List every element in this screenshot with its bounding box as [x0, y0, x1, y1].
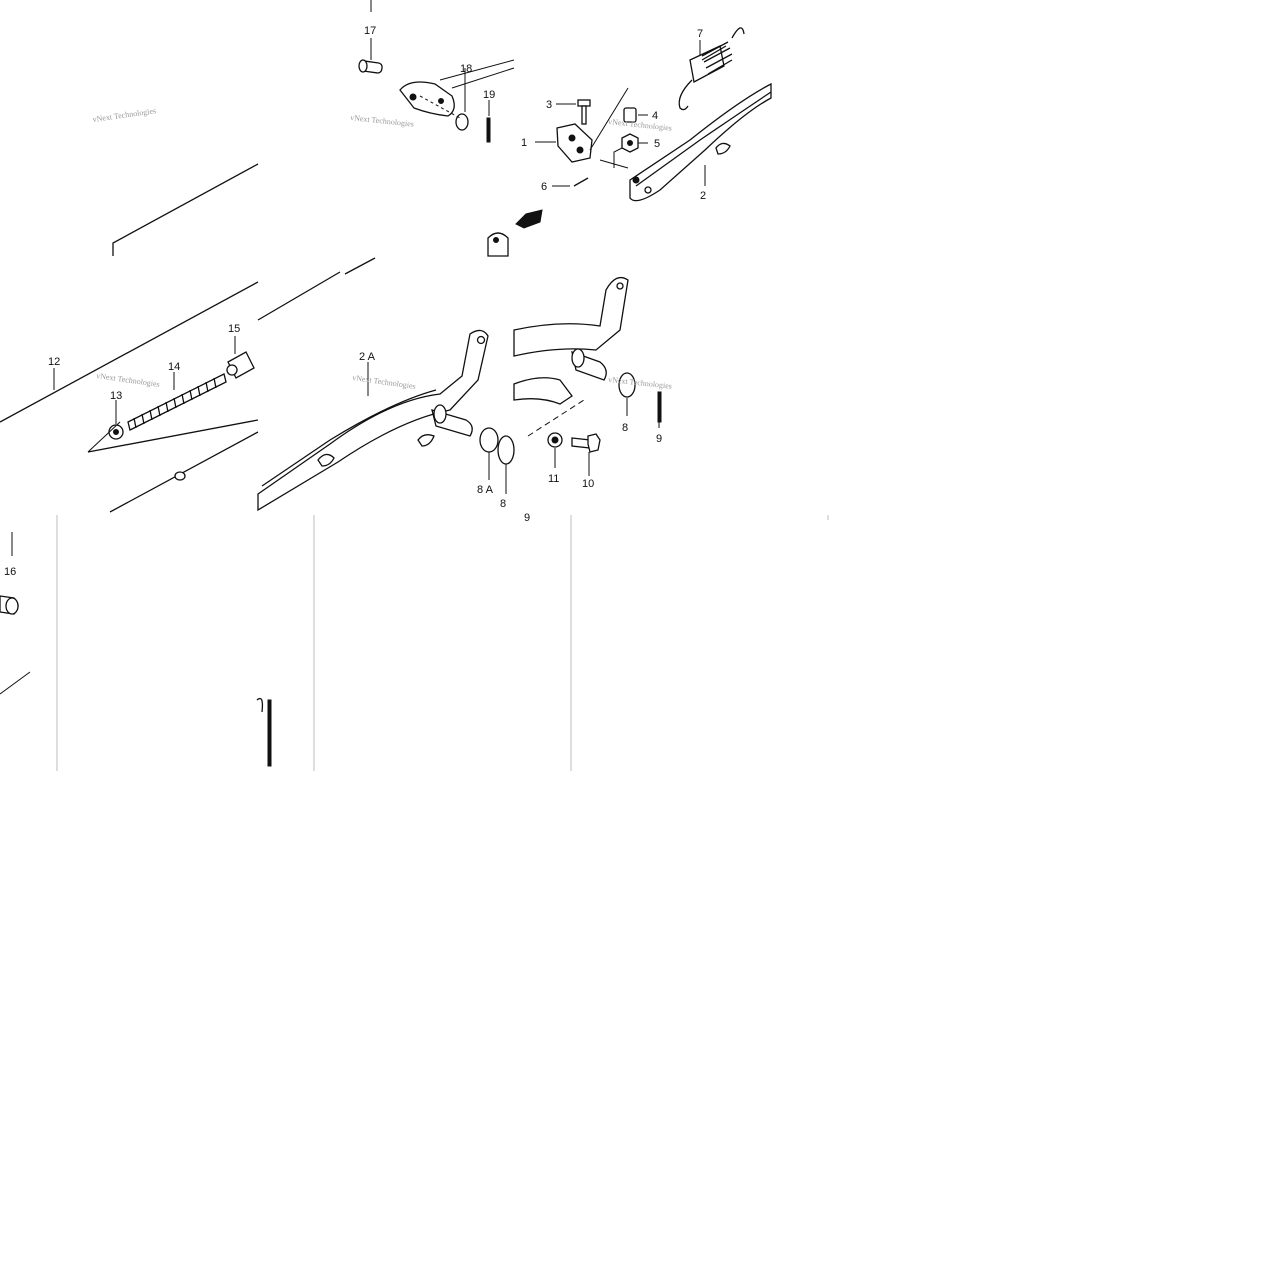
callout-17: 17	[364, 25, 376, 37]
part-3-bolt	[556, 99, 591, 125]
part-5-nut	[613, 133, 648, 168]
svg-text:vNext Technologies: vNext Technologies	[608, 375, 673, 391]
svg-text:vNext Technologies: vNext Technologies	[350, 113, 415, 129]
svg-text:vNext Technologies: vNext Technologies	[92, 106, 157, 124]
callout-19: 19	[483, 89, 495, 101]
part-10-bolt	[571, 433, 601, 476]
part-4-collar	[623, 107, 648, 123]
callout-1: 1	[521, 137, 527, 149]
watermark-top-middle: vNext Technologies	[350, 113, 415, 129]
callout-8b: 8	[500, 498, 506, 510]
callout-2a: 2 A	[359, 351, 376, 363]
callout-16: 16	[4, 566, 16, 578]
watermark-mid-center: vNext Technologies	[352, 373, 417, 391]
part-14-spring	[127, 372, 227, 431]
cable-lower-left	[87, 419, 259, 513]
part-8-washer-mid-right	[618, 372, 636, 416]
callout-10: 10	[582, 478, 594, 490]
part-2a-pedal	[257, 329, 489, 512]
part-16-bolt	[0, 532, 19, 615]
callout-8: 8	[622, 422, 628, 434]
part-11-nut	[547, 432, 563, 468]
callout-15: 15	[228, 323, 240, 335]
callout-11: 11	[548, 473, 559, 485]
part-15-collar	[226, 336, 255, 379]
part-2-pedal-mid-right	[513, 276, 629, 405]
callout-9: 9	[656, 433, 662, 445]
callout-7: 7	[697, 28, 703, 40]
part-1-bracket	[535, 87, 629, 169]
svg-text:vNext Technologies: vNext Technologies	[96, 371, 161, 389]
part-7-spring	[678, 27, 745, 111]
callout-12: 12	[48, 356, 60, 368]
callout-3: 3	[546, 99, 552, 111]
pedal-shaft-mid-center	[431, 404, 473, 437]
view-arrow	[487, 209, 543, 257]
part-17-pin	[358, 0, 383, 74]
part-2-pedal-top-right	[629, 82, 772, 202]
watermark-mid-left: vNext Technologies	[96, 371, 161, 389]
rod-mid-center	[257, 257, 376, 321]
part-6-pin	[552, 177, 589, 187]
callout-2: 2	[700, 190, 706, 202]
cable-end-bottom	[0, 671, 31, 695]
watermark-top-right: vNext Technologies	[608, 117, 673, 133]
callout-9b: 9	[524, 512, 530, 524]
frame-outline-top-left	[112, 163, 259, 256]
part-8a-collar	[479, 427, 499, 480]
split-pin-bottom	[256, 697, 272, 767]
part-19-split-pin	[486, 100, 491, 143]
part-8-washer-mid-center	[497, 435, 515, 494]
callout-8a: 8 A	[477, 484, 494, 496]
part-18-arm	[399, 59, 515, 131]
callout-18: 18	[460, 63, 472, 75]
callout-labels: 17 18 19 7 3 4 1 5 6 2 12 14 13 15 2 A 8…	[4, 25, 706, 578]
callout-14: 14	[168, 361, 180, 373]
callout-6: 6	[541, 181, 547, 193]
part-13-washer	[108, 400, 124, 440]
callout-4: 4	[652, 110, 658, 122]
callout-13: 13	[110, 390, 122, 402]
svg-text:vNext Technologies: vNext Technologies	[608, 117, 673, 133]
svg-text:vNext Technologies: vNext Technologies	[352, 373, 417, 391]
tile-seams	[56, 515, 829, 771]
part-9-split-pin	[657, 391, 662, 428]
hidden-line	[527, 399, 585, 437]
pedal-shaft-mid-right	[571, 348, 607, 381]
part-12-rod	[0, 281, 259, 423]
watermark-top-left: vNext Technologies	[92, 106, 157, 124]
callout-5: 5	[654, 138, 660, 150]
watermark-mid-right: vNext Technologies	[608, 375, 673, 391]
